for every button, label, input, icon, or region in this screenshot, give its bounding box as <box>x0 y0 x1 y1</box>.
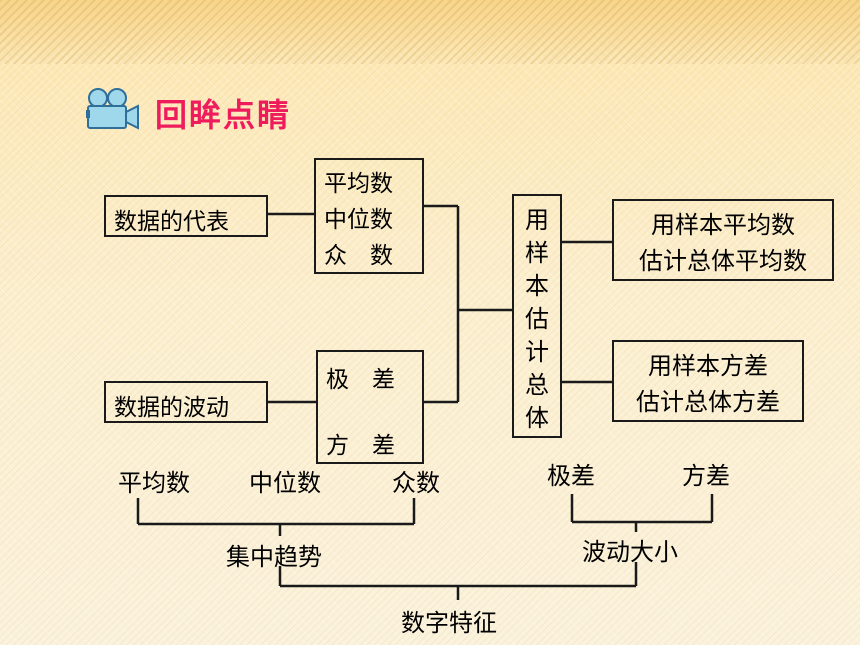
spread-measures-box: 极 差 方 差 <box>316 350 424 464</box>
mean-estimate-line1: 用样本平均数 <box>651 211 795 239</box>
header-band <box>0 0 860 64</box>
page-title: 回眸点睛 <box>155 96 292 134</box>
bottom-range: 极差 <box>547 462 595 490</box>
variance-estimate-line1: 用样本方差 <box>648 352 768 380</box>
measure-range: 极 差 <box>326 367 395 393</box>
central-tendency-label: 集中趋势 <box>226 543 322 571</box>
data-representative-box: 数据的代表 <box>104 195 268 237</box>
estimate-char: 估 <box>525 305 549 333</box>
data-representative-label: 数据的代表 <box>114 209 229 235</box>
variance-estimate-line2: 估计总体方差 <box>636 388 780 416</box>
fluctuation-size-label: 波动大小 <box>582 538 678 566</box>
bottom-median: 中位数 <box>249 469 321 497</box>
estimate-char: 本 <box>525 272 549 300</box>
estimate-char: 计 <box>525 338 549 366</box>
measure-median: 中位数 <box>324 207 393 233</box>
video-camera-icon <box>86 88 139 130</box>
sample-estimate-box: 用 样 本 估 计 总 体 <box>512 194 562 438</box>
data-fluctuation-label: 数据的波动 <box>114 395 229 421</box>
measure-mean: 平均数 <box>324 171 393 197</box>
mean-estimate-line2: 估计总体平均数 <box>639 247 807 275</box>
bottom-mode: 众数 <box>392 469 440 497</box>
central-measures-box: 平均数 中位数 众 数 <box>314 158 424 274</box>
mean-estimate-box: 用样本平均数 估计总体平均数 <box>612 199 834 281</box>
measure-variance: 方 差 <box>326 433 395 459</box>
data-fluctuation-box: 数据的波动 <box>104 381 268 423</box>
bottom-mean: 平均数 <box>118 469 190 497</box>
numeric-features-label: 数字特征 <box>401 609 497 637</box>
estimate-char: 体 <box>525 404 549 432</box>
estimate-char: 用 <box>525 206 549 234</box>
estimate-char: 样 <box>525 239 549 267</box>
estimate-char: 总 <box>525 371 549 399</box>
variance-estimate-box: 用样本方差 估计总体方差 <box>612 340 804 422</box>
bottom-variance: 方差 <box>682 462 730 490</box>
measure-mode: 众 数 <box>324 243 393 269</box>
